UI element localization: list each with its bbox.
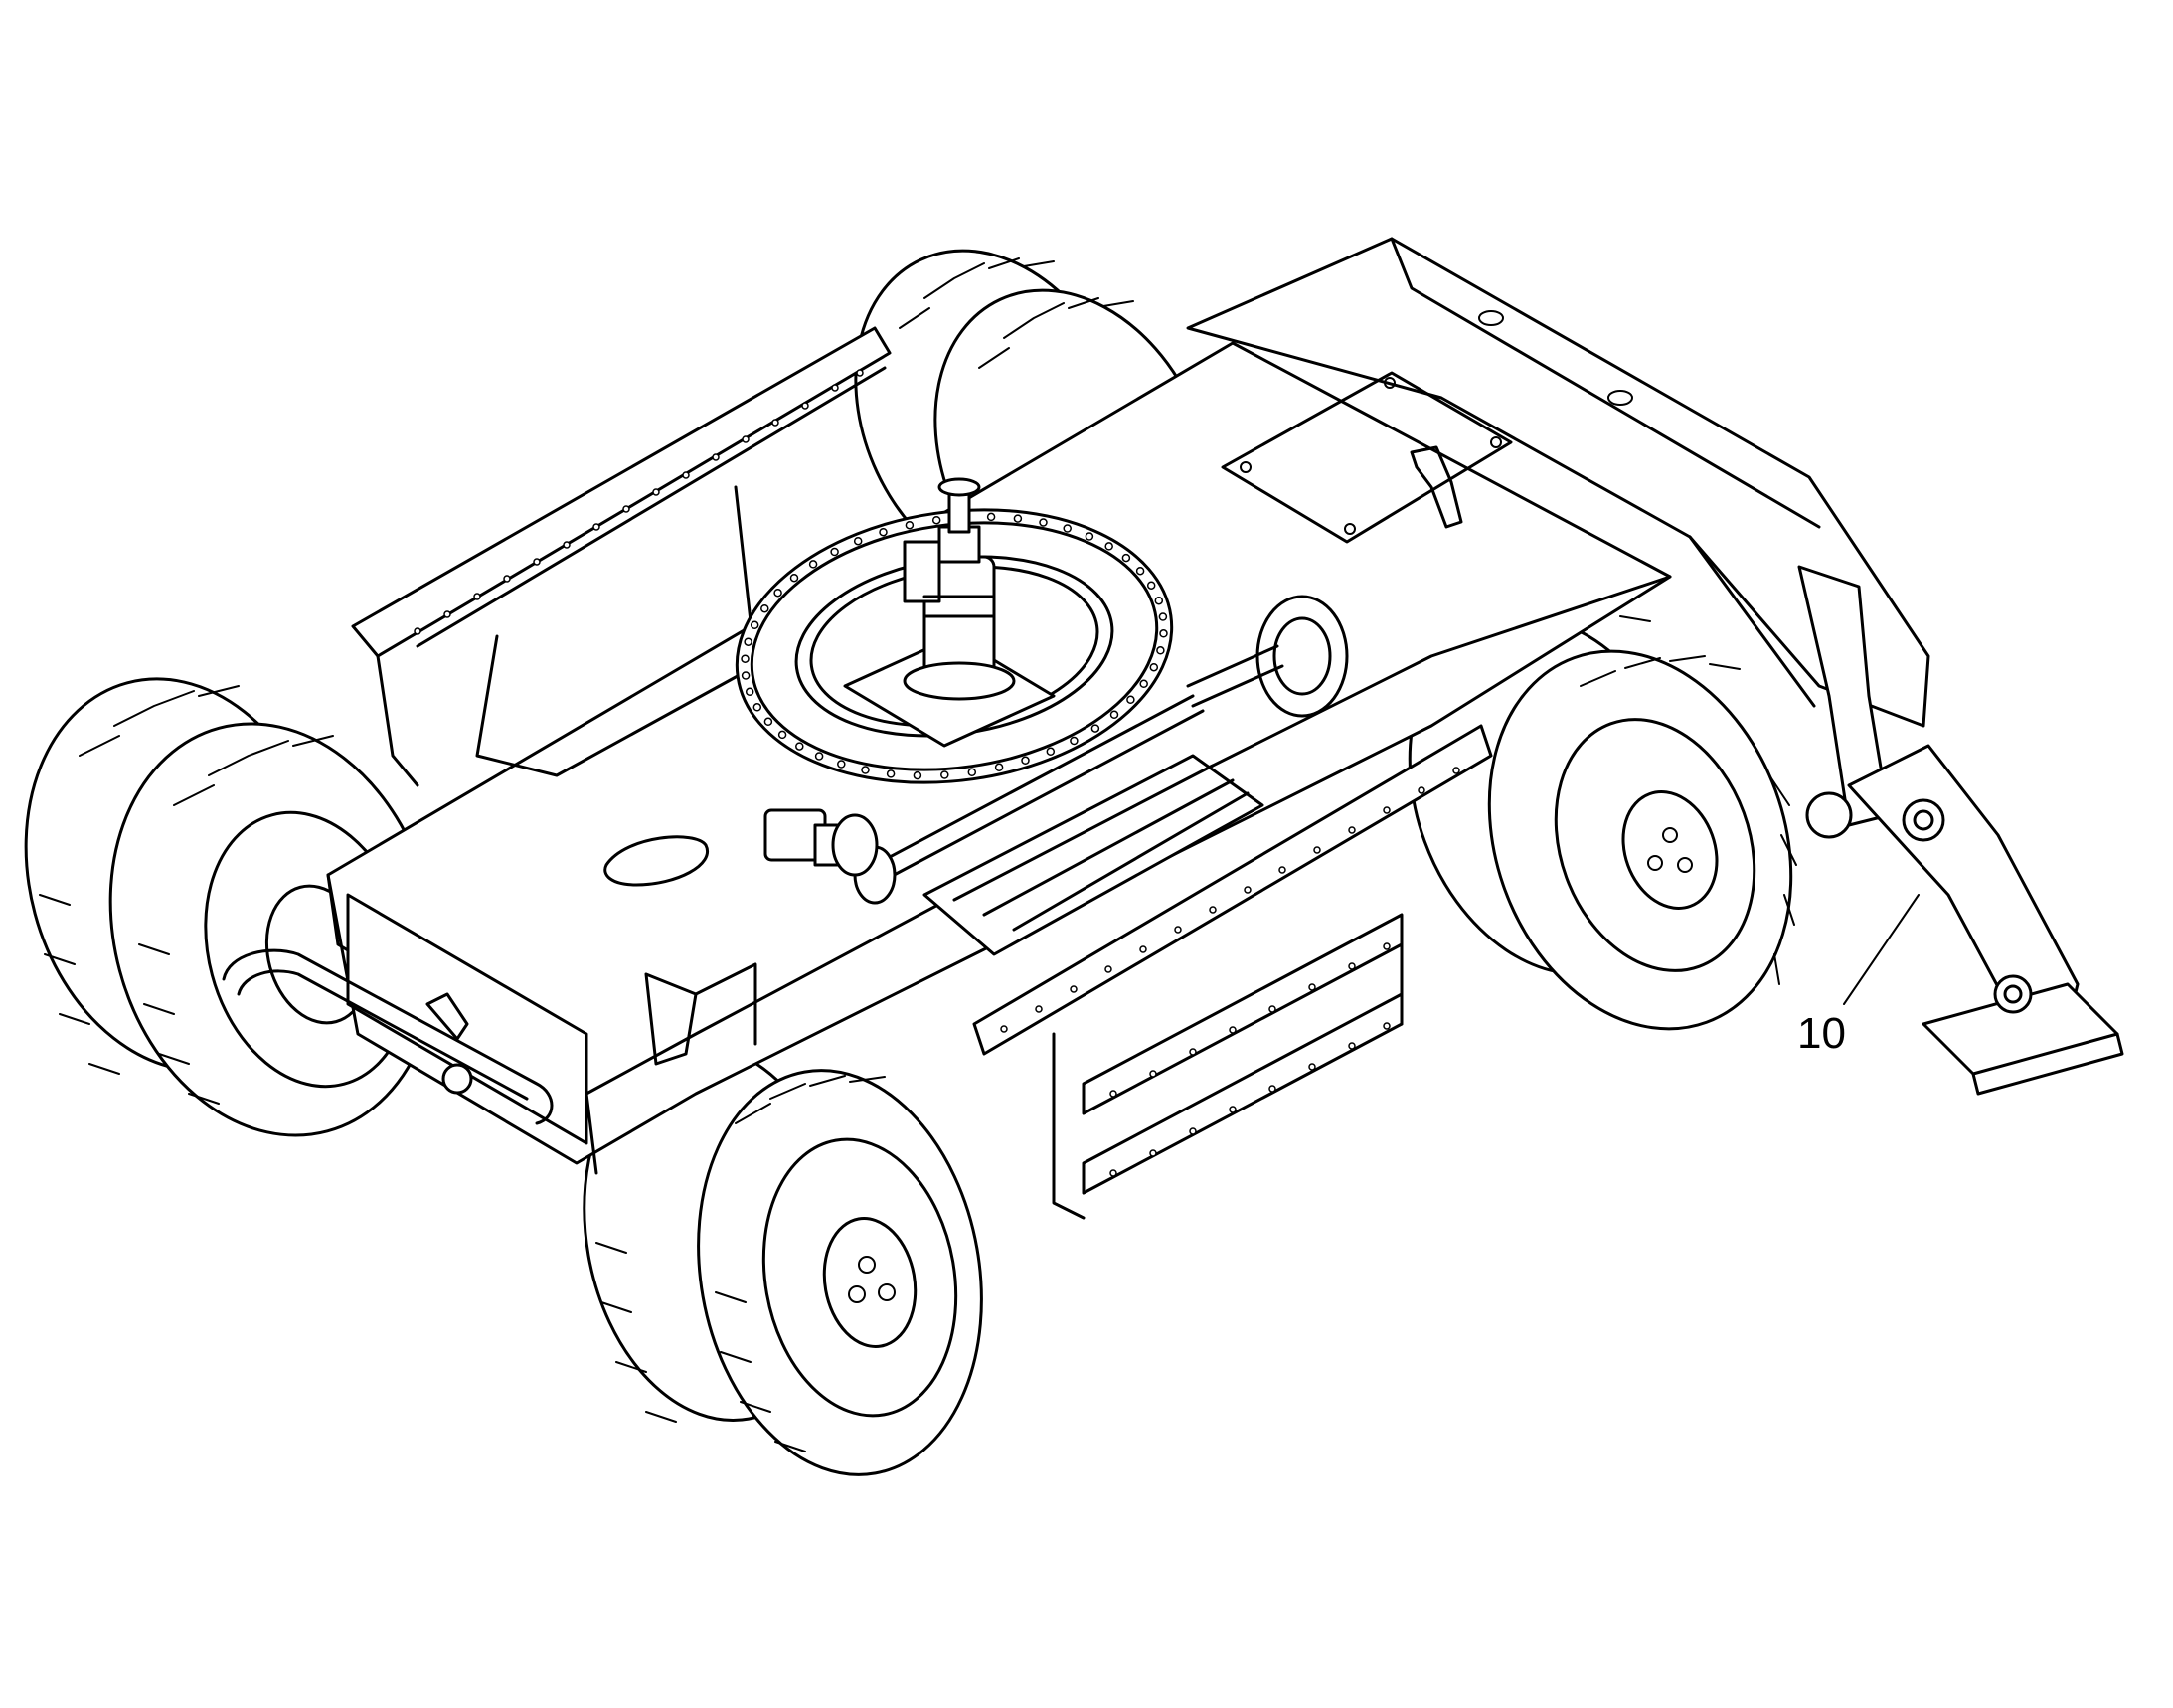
ring-bolt (886, 769, 896, 778)
ring-bolt (967, 768, 977, 777)
ring-bolt (913, 770, 922, 780)
ring-bolt (861, 766, 870, 774)
hydraulic-components (644, 808, 879, 1066)
ring-bolt (789, 573, 799, 583)
ring-bolt (1070, 736, 1079, 746)
ring-bolt (814, 752, 824, 761)
ring-bolt (808, 560, 818, 569)
front-push-bar (222, 893, 588, 1145)
ring-bolt (1156, 646, 1165, 655)
ring-bolt (741, 671, 751, 680)
ring-bolt (744, 637, 752, 646)
ring-bolt (853, 536, 863, 546)
ring-bolt (1109, 710, 1119, 720)
ring-bolt (750, 620, 759, 630)
ring-bolt (1090, 724, 1100, 733)
ring-bolt (1139, 679, 1148, 689)
ring-bolt (994, 763, 1004, 772)
ring-bolt (1013, 514, 1023, 523)
ring-bolt (986, 512, 996, 522)
ring-bolt (1104, 542, 1113, 551)
right-step-ladder (922, 724, 1493, 1220)
callout-leader-line (1843, 894, 1920, 1005)
ring-bolt (1063, 524, 1072, 533)
ring-bolts (741, 512, 1168, 780)
ring-bolt (795, 742, 804, 751)
ring-bolt (1126, 695, 1135, 705)
ring-bolt (830, 547, 839, 557)
ring-bolt (940, 770, 949, 779)
ring-bolt (931, 515, 941, 525)
rear-housing (1186, 237, 1930, 728)
ring-bolt (879, 527, 888, 537)
ring-bolt (1021, 756, 1030, 766)
ring-bolt (760, 603, 769, 613)
ring-bolt (745, 687, 754, 697)
slew-ring (735, 477, 1174, 784)
ring-bolt (1146, 581, 1156, 590)
ring-bolt (1121, 553, 1131, 563)
ring-bolt (905, 520, 915, 530)
ring-bolt (1158, 612, 1168, 621)
ring-bolt (1149, 662, 1159, 672)
left-tire-pair (24, 677, 438, 1137)
ring-bolt (773, 588, 782, 598)
ring-bolt (752, 703, 762, 712)
ring-bolt (837, 760, 846, 769)
ring-bolt (1135, 566, 1145, 576)
ring-bolt (763, 717, 773, 727)
ring-bolt (1039, 518, 1048, 527)
ring-bolt (1154, 596, 1164, 605)
ring-bolt (1085, 532, 1094, 541)
callout-label-10: 10 (1797, 1009, 1846, 1058)
ring-bolt (1046, 747, 1056, 757)
ring-bolt (777, 730, 787, 740)
ring-bolt (1159, 629, 1168, 638)
front-tire-pair (583, 1044, 983, 1476)
outrigger-leg (1797, 565, 2124, 1096)
ring-bolt (741, 654, 750, 663)
upper-step-ladder (351, 326, 892, 787)
